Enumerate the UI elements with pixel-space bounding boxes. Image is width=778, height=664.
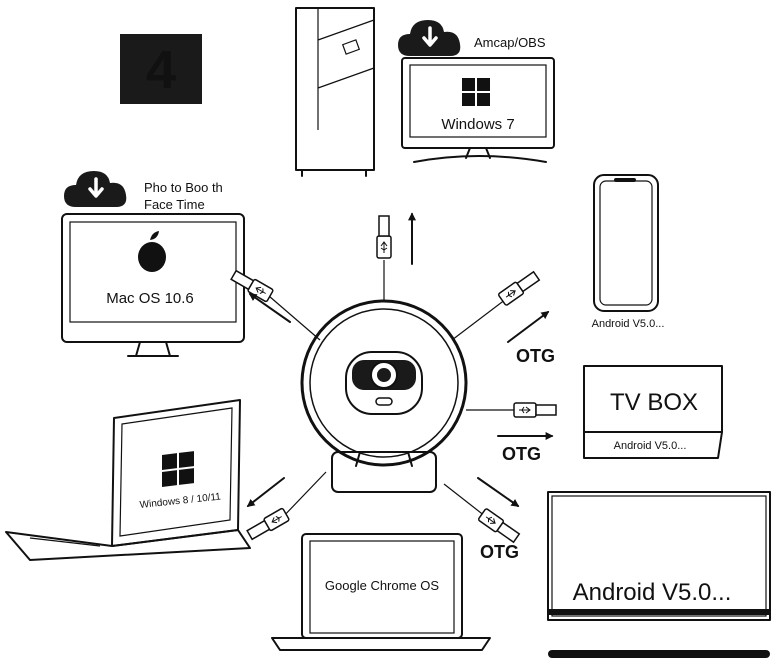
tablet-label: Android V5.0... bbox=[573, 579, 732, 606]
step-number: 4 bbox=[146, 40, 176, 100]
download-cloud-icon bbox=[396, 18, 463, 58]
windows-logo-icon bbox=[462, 78, 490, 106]
arrow-icon bbox=[477, 477, 520, 507]
chromebook: Google Chrome OS bbox=[271, 533, 491, 651]
usb-plug-icon bbox=[229, 268, 275, 303]
tvbox-title: TV BOX bbox=[610, 389, 698, 416]
usb-plug-icon bbox=[376, 215, 392, 259]
chromebook-label: Google Chrome OS bbox=[325, 578, 439, 593]
windows-laptop: Windows 8 / 10/11 bbox=[5, 399, 251, 561]
usb-plug-icon bbox=[245, 507, 291, 542]
facetime-label: Face Time bbox=[144, 197, 205, 212]
arrow-icon bbox=[507, 311, 550, 343]
phone-label: Android V5.0... bbox=[592, 318, 665, 330]
windows-logo-icon bbox=[162, 451, 194, 487]
amcap-label: Amcap/OBS bbox=[474, 35, 546, 50]
otg-tvbox-label: OTG bbox=[502, 444, 541, 464]
apple-logo-icon bbox=[138, 231, 166, 272]
tvbox-sub: Android V5.0... bbox=[614, 440, 687, 452]
windows7-monitor: Amcap/OBS Windows 7 bbox=[396, 18, 555, 163]
arrow-icon bbox=[246, 477, 285, 507]
otg-tablet-label: OTG bbox=[480, 542, 519, 562]
step-badge: 4 bbox=[120, 34, 202, 104]
pc-tower bbox=[295, 7, 375, 177]
webcam bbox=[300, 299, 468, 493]
arrow-icon bbox=[248, 293, 291, 323]
windows7-label: Windows 7 bbox=[441, 116, 514, 133]
usb-plug-icon bbox=[497, 269, 542, 307]
photobooth-label: Pho to Boo th bbox=[144, 180, 223, 195]
usb-plug-icon bbox=[477, 507, 522, 545]
macos-label: Mac OS 10.6 bbox=[106, 290, 194, 307]
laptop-label: Windows 8 / 10/11 bbox=[139, 491, 222, 511]
android-tablet: Android V5.0... bbox=[547, 491, 771, 658]
phone: Android V5.0... bbox=[592, 174, 665, 330]
usb-plug-icon bbox=[513, 402, 557, 418]
tv-box: TV BOX Android V5.0... bbox=[583, 365, 723, 459]
download-cloud-icon bbox=[62, 169, 129, 209]
mac-imac: Pho to Boo th Face Time Mac OS 10.6 bbox=[61, 169, 245, 357]
otg-phone-label: OTG bbox=[516, 346, 555, 366]
